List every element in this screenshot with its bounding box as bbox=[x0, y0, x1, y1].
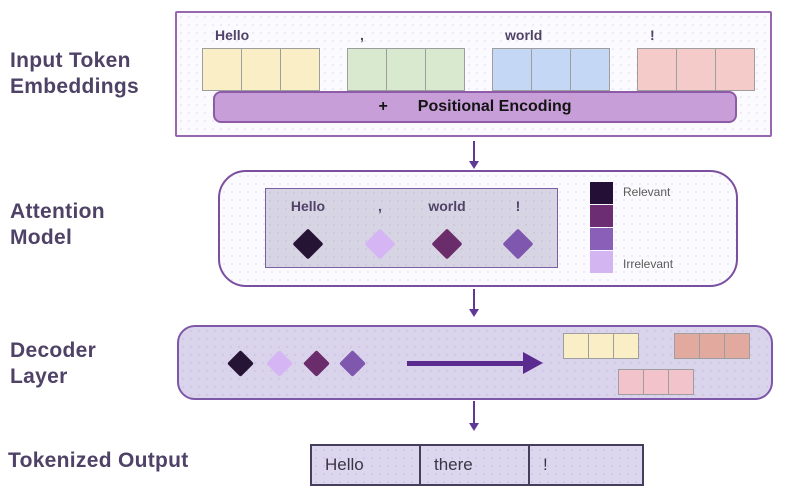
embedding-cell bbox=[202, 48, 242, 91]
arrow-line bbox=[407, 361, 525, 366]
embedding-cells bbox=[618, 369, 694, 395]
embedding-cell bbox=[425, 48, 465, 91]
token-label: , bbox=[360, 27, 364, 43]
legend-swatch bbox=[590, 228, 613, 250]
arrow-head bbox=[469, 309, 479, 317]
arrow-down-icon bbox=[469, 401, 479, 431]
legend-swatch-irrelevant bbox=[590, 251, 613, 273]
arrow-head bbox=[523, 352, 543, 374]
embedding-cells bbox=[563, 333, 639, 359]
embedding-cell bbox=[699, 333, 725, 359]
token-group-world: world bbox=[492, 27, 610, 91]
token-label: , bbox=[378, 198, 382, 214]
output-token: there bbox=[421, 446, 530, 484]
embedding-cell bbox=[637, 48, 677, 91]
embedding-cell bbox=[241, 48, 281, 91]
input-embeddings-label: Input Token Embeddings bbox=[10, 49, 140, 98]
attention-token-world: world bbox=[412, 198, 482, 219]
embedding-cells bbox=[674, 333, 750, 359]
arrow-head bbox=[469, 161, 479, 169]
token-label: ! bbox=[515, 198, 521, 214]
legend-label-irrelevant: Irrelevant bbox=[623, 257, 674, 271]
token-label: Hello bbox=[290, 198, 326, 214]
embedding-cell bbox=[386, 48, 426, 91]
embedding-cell bbox=[643, 369, 669, 395]
embedding-cell bbox=[676, 48, 716, 91]
decoder-layer-label: Decoder Layer bbox=[10, 339, 97, 388]
embedding-cell bbox=[347, 48, 387, 91]
token-label: ! bbox=[650, 27, 655, 43]
embedding-cell bbox=[280, 48, 320, 91]
embedding-cell bbox=[715, 48, 755, 91]
legend-swatch bbox=[590, 205, 613, 227]
embedding-cells bbox=[637, 48, 755, 91]
embedding-cell bbox=[588, 333, 614, 359]
token-group-hello: Hello bbox=[202, 27, 320, 91]
token-label: Hello bbox=[215, 27, 250, 43]
arrow-head bbox=[469, 423, 479, 431]
output-token: Hello bbox=[312, 446, 421, 484]
token-group-comma: , bbox=[347, 27, 465, 91]
arrow-right-icon bbox=[407, 348, 543, 378]
attention-model-label: Attention Model bbox=[10, 200, 105, 249]
embedding-cells bbox=[347, 48, 465, 91]
embedding-cell bbox=[618, 369, 644, 395]
arrow-line bbox=[473, 289, 475, 310]
attention-token-comma: , bbox=[345, 198, 415, 219]
tokenized-output-box: Hello there ! bbox=[310, 444, 644, 486]
arrow-line bbox=[473, 141, 475, 162]
arrow-line bbox=[473, 401, 475, 424]
embedding-cell bbox=[531, 48, 571, 91]
positional-encoding-bar: + Positional Encoding bbox=[213, 91, 737, 123]
input-embeddings-box: Hello , world ! bbox=[175, 11, 772, 137]
embedding-cell bbox=[724, 333, 750, 359]
output-token: ! bbox=[543, 455, 548, 474]
token-label: world bbox=[505, 27, 543, 43]
embedding-cell bbox=[563, 333, 589, 359]
positional-encoding-text: Positional Encoding bbox=[417, 98, 572, 115]
embedding-cells bbox=[202, 48, 320, 91]
token-label: world bbox=[428, 198, 466, 214]
token-group-exclamation: ! bbox=[637, 27, 755, 91]
legend-label-relevant: Relevant bbox=[623, 185, 671, 199]
decoder-token-group bbox=[618, 369, 694, 395]
embedding-cell bbox=[613, 333, 639, 359]
attention-token-exclamation: ! bbox=[483, 198, 553, 219]
embedding-cell bbox=[674, 333, 700, 359]
arrow-down-icon bbox=[469, 289, 479, 317]
decoder-token-group bbox=[563, 333, 639, 359]
plus-sign: + bbox=[378, 98, 388, 115]
embedding-cell bbox=[668, 369, 694, 395]
arrow-down-icon bbox=[469, 141, 479, 169]
decoder-token-group bbox=[674, 333, 750, 359]
embedding-cell bbox=[492, 48, 532, 91]
legend-swatch-relevant bbox=[590, 182, 613, 204]
tokenized-output-label: Tokenized Output bbox=[8, 449, 189, 472]
attention-token-hello: Hello bbox=[273, 198, 343, 219]
embedding-cell bbox=[570, 48, 610, 91]
attention-inner-box bbox=[265, 188, 558, 268]
embedding-cells bbox=[492, 48, 610, 91]
